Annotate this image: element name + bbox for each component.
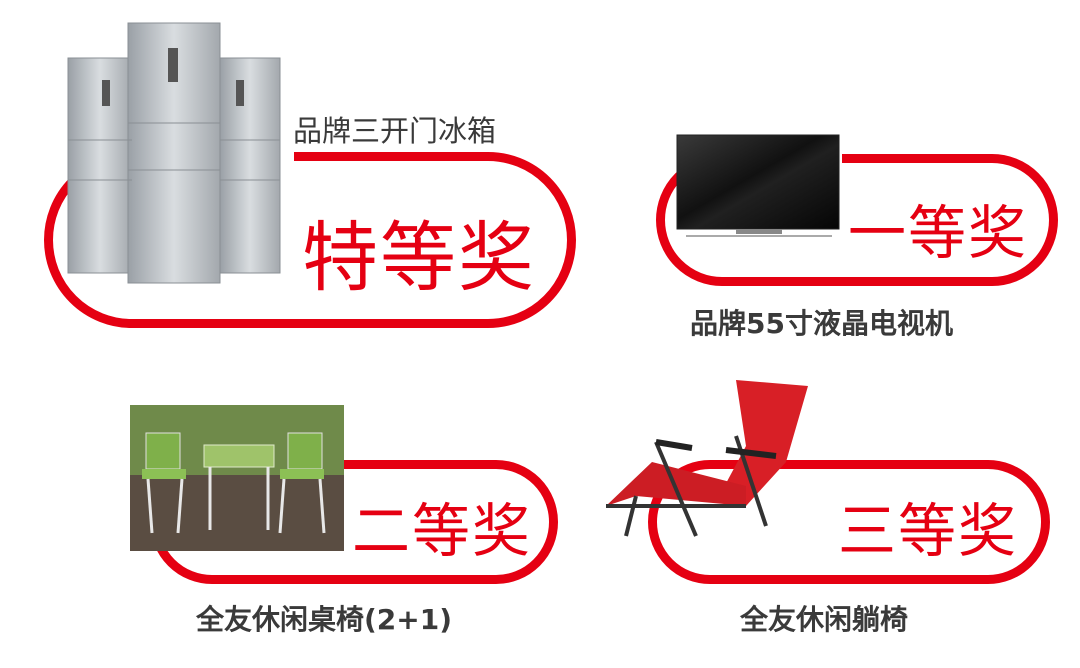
prize-level-first: 一等奖	[848, 199, 1029, 267]
prize-frame-special	[44, 152, 576, 328]
patio-set-image	[130, 405, 344, 551]
prize-name-first: 品牌55寸液晶电视机	[690, 307, 953, 340]
prize-frame-third	[648, 460, 1050, 584]
tv-image	[676, 134, 840, 237]
prize-name-second: 全友休闲桌椅(2+1)	[196, 603, 453, 636]
prize-name-special: 品牌三开门冰箱	[293, 114, 497, 148]
recliner-image	[606, 380, 808, 537]
prize-level-second: 二等奖	[352, 497, 533, 565]
prize-frame-first	[656, 154, 1058, 286]
prize-name-third: 全友休闲躺椅	[740, 603, 909, 636]
prize-level-third: 三等奖	[838, 497, 1019, 565]
prize-level-special: 特等奖	[302, 213, 536, 302]
refrigerator-image	[67, 22, 281, 284]
